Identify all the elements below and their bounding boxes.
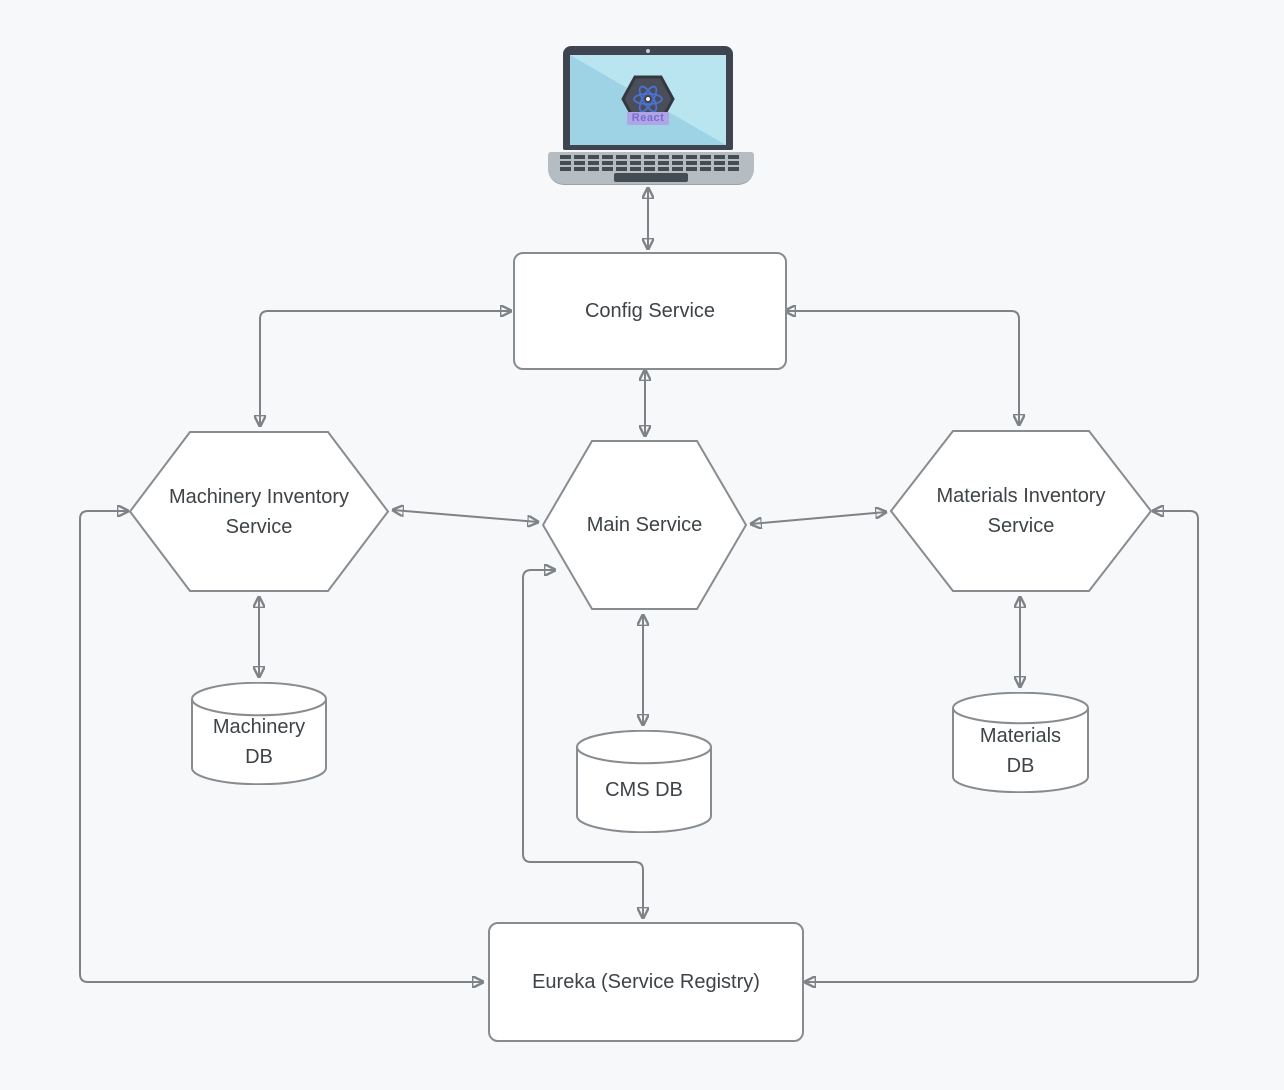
laptop-camera-dot — [646, 49, 650, 53]
node-label: Machinery DB — [213, 696, 305, 772]
node-main-service: Main Service — [542, 440, 747, 610]
node-materials-inventory-service: Materials Inventory Service — [890, 430, 1152, 592]
edge-main-materials — [751, 512, 886, 524]
edge-config-machinery — [260, 311, 511, 426]
client-laptop: React — [545, 45, 757, 185]
laptop-keyboard — [560, 155, 742, 171]
node-config-service: Config Service — [513, 252, 787, 370]
node-label: Machinery Inventory Service — [169, 482, 349, 542]
node-machinery-db: Machinery DB — [191, 682, 327, 785]
laptop-base — [548, 152, 754, 185]
node-label: Materials Inventory Service — [937, 481, 1106, 541]
node-machinery-inventory-service: Machinery Inventory Service — [129, 431, 389, 592]
react-hexagon-icon — [621, 75, 675, 123]
node-label-line2: Service — [987, 515, 1055, 537]
node-label: Eureka (Service Registry) — [532, 971, 760, 993]
node-label: CMS DB — [605, 778, 683, 801]
laptop-screen: React — [563, 46, 733, 150]
node-label: Main Service — [586, 514, 703, 536]
node-label-line1: Materials Inventory — [936, 485, 1106, 507]
laptop-display: React — [570, 55, 726, 145]
node-label-line1: Materials — [979, 724, 1062, 747]
react-badge: React — [626, 112, 670, 125]
node-label-line2: DB — [245, 745, 273, 768]
laptop-trackpad — [614, 173, 688, 182]
node-eureka-service-registry: Eureka (Service Registry) — [488, 922, 804, 1042]
edge-machinery-main — [393, 510, 538, 522]
edge-config-materials — [785, 311, 1019, 425]
node-label-line2: DB — [1006, 754, 1035, 777]
node-cms-db: CMS DB — [576, 730, 712, 833]
node-label: Materials DB — [980, 705, 1061, 781]
node-label-line1: Machinery Inventory — [168, 485, 350, 508]
node-label-line2: Service — [225, 515, 293, 538]
node-label: Config Service — [584, 300, 716, 322]
node-materials-db: Materials DB — [952, 692, 1089, 793]
node-label-line1: Machinery — [212, 715, 306, 738]
